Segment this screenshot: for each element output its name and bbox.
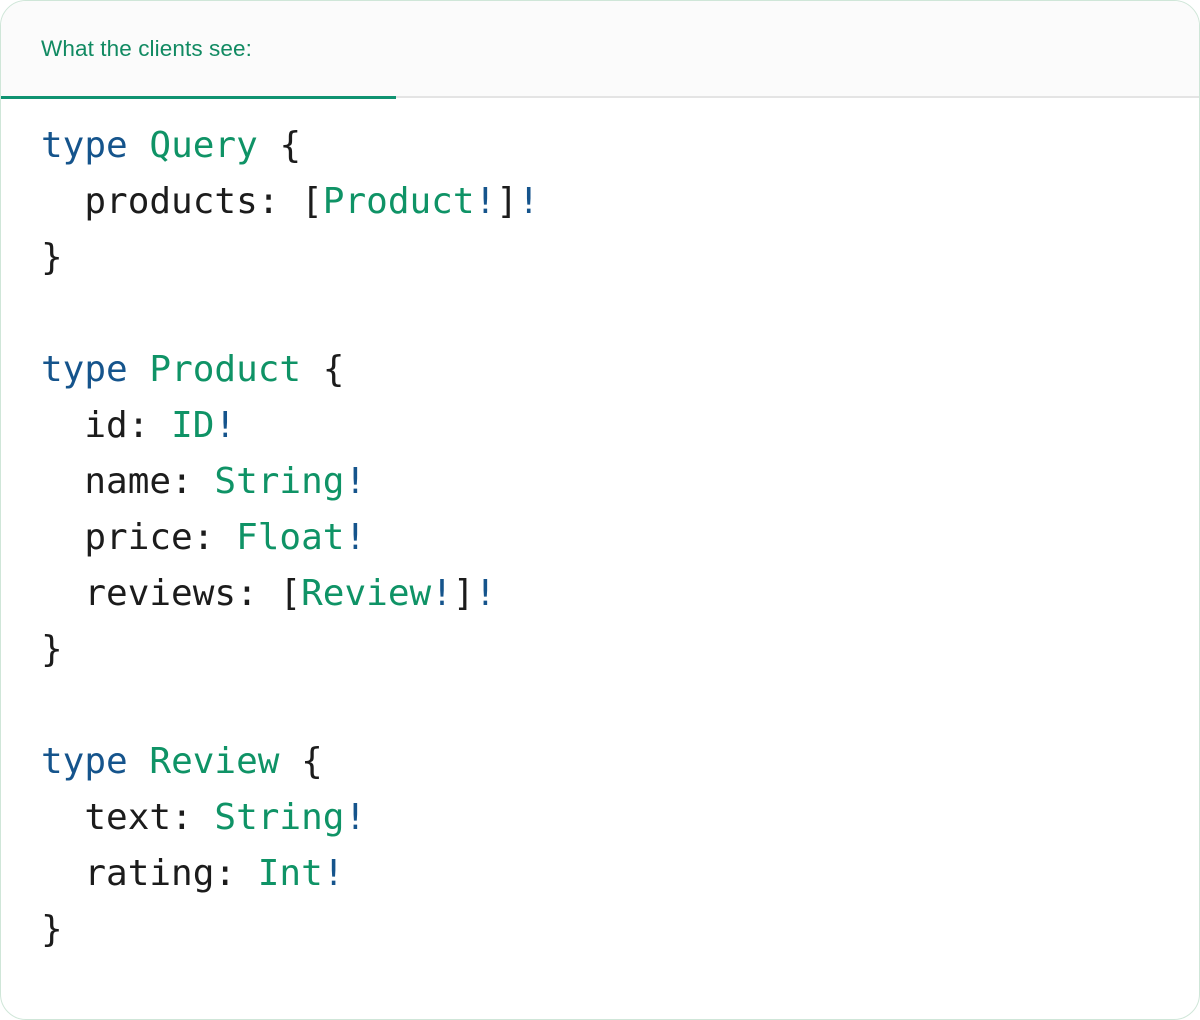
code-token-punct: } <box>41 237 63 278</box>
code-token-field: price: <box>84 517 237 558</box>
code-token-punct: [ <box>279 573 302 614</box>
code-token-typename: Int <box>257 853 323 894</box>
tab-active-underline <box>1 96 396 99</box>
code-token-punct <box>128 349 150 390</box>
code-token-field: id: <box>84 405 172 446</box>
code-token-bang: ! <box>344 517 367 558</box>
code-area: type Query { products: [Product!]! } typ… <box>1 98 1199 958</box>
graphql-schema-code: type Query { products: [Product!]! } typ… <box>41 118 1159 958</box>
code-token-bang: ! <box>474 181 497 222</box>
code-line: id: ID! <box>41 405 236 446</box>
code-token-keyword: type <box>41 741 128 782</box>
code-token-bang: ! <box>344 461 367 502</box>
code-token-typename: ID <box>171 405 215 446</box>
code-token-punct: { <box>257 125 302 166</box>
code-line: type Product { <box>41 349 344 390</box>
code-line: rating: Int! <box>41 853 344 894</box>
code-line: reviews: [Review!]! <box>41 573 496 614</box>
code-line: products: [Product!]! <box>41 181 540 222</box>
code-token-punct <box>128 125 150 166</box>
code-token-punct: { <box>279 741 323 782</box>
code-line: } <box>41 909 63 950</box>
code-token-punct: [ <box>301 181 323 222</box>
code-token-typename: Product <box>322 181 475 222</box>
code-token-field: reviews: <box>84 573 280 614</box>
code-line: type Review { <box>41 741 323 782</box>
code-token-punct: ] <box>496 181 518 222</box>
code-token-typename: Review <box>301 573 432 614</box>
code-token-punct: { <box>301 349 345 390</box>
code-token-punct: } <box>41 909 63 950</box>
code-token-typename: String <box>214 797 345 838</box>
code-line: price: Float! <box>41 517 366 558</box>
code-line: } <box>41 629 63 670</box>
code-token-typename: String <box>214 461 345 502</box>
code-token-bang: ! <box>431 573 453 614</box>
code-token-bang: ! <box>322 853 345 894</box>
code-token-punct <box>128 741 150 782</box>
code-token-typename: Product <box>149 349 302 390</box>
code-token-bang: ! <box>474 573 497 614</box>
tab-label: What the clients see: <box>41 35 252 61</box>
code-token-field: products: <box>84 181 302 222</box>
code-token-bang: ! <box>517 181 540 222</box>
code-token-field: text: <box>84 797 215 838</box>
code-token-typename: Query <box>149 125 258 166</box>
code-token-bang: ! <box>344 797 367 838</box>
tab-what-the-clients-see[interactable]: What the clients see: <box>1 1 396 99</box>
tab-strip: What the clients see: <box>1 1 1199 99</box>
code-root: type Query { products: [Product!]! } typ… <box>41 125 540 950</box>
code-token-punct: ] <box>452 573 475 614</box>
code-token-typename: Float <box>236 517 345 558</box>
code-line: type Query { <box>41 125 301 166</box>
code-token-keyword: type <box>41 349 128 390</box>
code-line: text: String! <box>41 797 366 838</box>
code-line: name: String! <box>41 461 366 502</box>
code-token-keyword: type <box>41 125 128 166</box>
code-token-punct: } <box>41 629 63 670</box>
code-token-field: name: <box>84 461 215 502</box>
code-token-typename: Review <box>149 741 280 782</box>
code-token-bang: ! <box>214 405 237 446</box>
code-token-field: rating: <box>84 853 258 894</box>
code-line: } <box>41 237 63 278</box>
